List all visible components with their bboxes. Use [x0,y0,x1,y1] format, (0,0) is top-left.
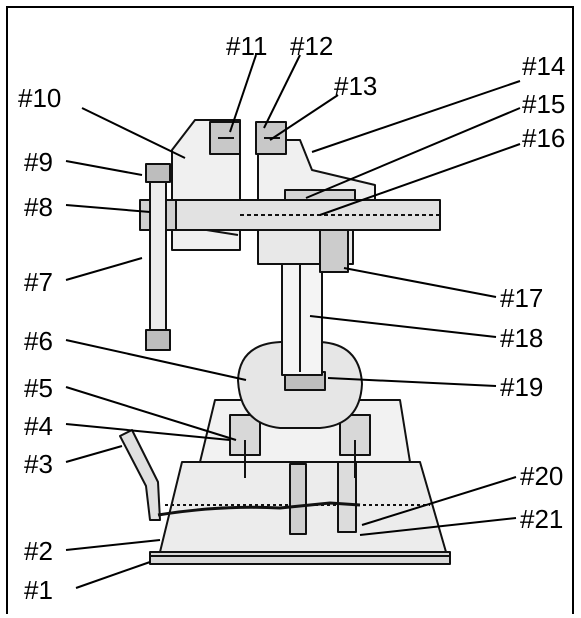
label-part-15: #15 [522,89,566,119]
label-part-8: #8 [24,192,53,222]
label-part-11: #11 [226,31,268,61]
label-part-6: #6 [24,326,53,356]
label-part-21: #21 [520,504,564,534]
label-part-20: #20 [520,461,564,491]
diagram-frame [6,6,574,614]
label-part-16: #16 [522,123,566,153]
label-part-1: #1 [24,575,53,605]
ball-joint [237,340,363,429]
label-part-7: #7 [24,267,53,297]
label-part-18: #18 [500,323,544,353]
label-part-10: #10 [18,83,62,113]
base-plate [149,551,451,565]
label-part-3: #3 [24,449,53,479]
label-part-2: #2 [24,536,53,566]
label-part-12: #12 [290,31,334,61]
screw-block [257,229,354,273]
label-part-14: #14 [522,51,566,81]
label-part-4: #4 [24,411,53,441]
label-part-5: #5 [24,373,53,403]
label-part-19: #19 [500,372,544,402]
label-part-9: #9 [24,147,53,177]
handle [139,163,177,351]
label-part-13: #13 [334,71,378,101]
jaw-pads [209,121,287,155]
label-part-17: #17 [500,283,544,313]
main-screw [159,199,441,231]
